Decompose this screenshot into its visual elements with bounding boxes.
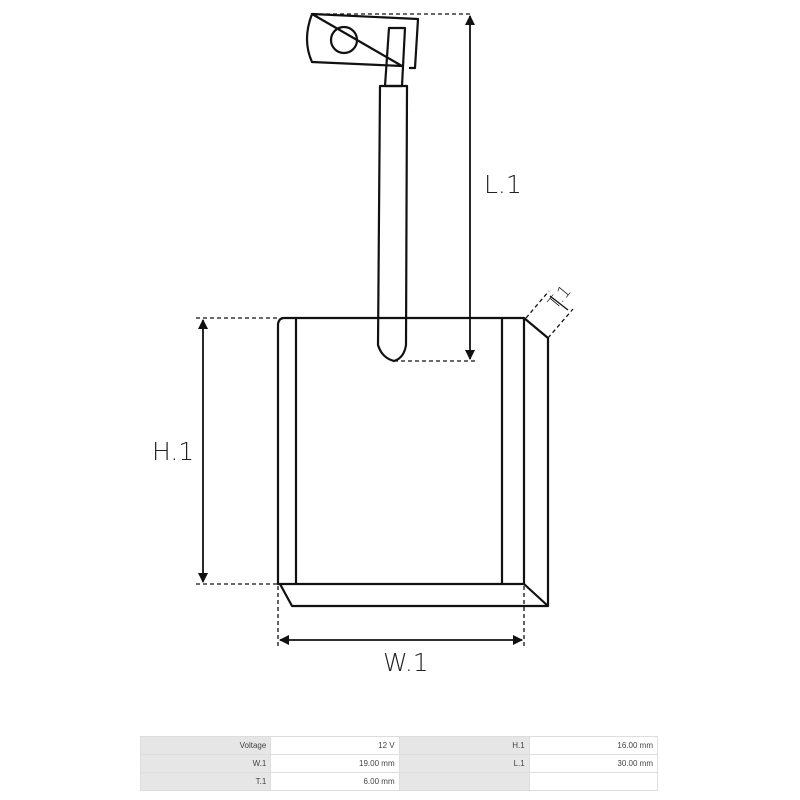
carbon-brush-drawing: L.1 H.1 W.1 T.1 <box>152 12 576 677</box>
thickness-dimension-arrow <box>549 295 569 311</box>
terminal-lug <box>305 12 420 70</box>
spec-value: 6.00 mm <box>270 772 400 791</box>
spec-key: T.1 <box>139 772 272 791</box>
spec-key: Voltage <box>139 736 272 755</box>
table-row: T.1 6.00 mm <box>139 772 659 791</box>
table-row: Voltage 12 V H.1 16.00 mm <box>139 736 659 755</box>
spec-key: W.1 <box>139 754 272 773</box>
shunt-wire <box>376 84 409 363</box>
spec-value: 12 V <box>270 736 400 755</box>
spec-value <box>528 772 659 791</box>
brush-body-front <box>276 316 526 586</box>
terminal-strip <box>383 26 407 88</box>
spec-value: 19.00 mm <box>270 754 400 773</box>
thickness-label: T.1 <box>545 282 576 314</box>
spec-key: L.1 <box>398 754 530 773</box>
length-label: L.1 <box>484 170 522 199</box>
spec-key <box>398 772 530 791</box>
terminal-hole <box>329 25 359 55</box>
height-label: H.1 <box>152 437 194 466</box>
spec-value: 16.00 mm <box>528 736 659 755</box>
width-label: W.1 <box>383 648 429 677</box>
specs-table: Voltage 12 V H.1 16.00 mm W.1 19.00 mm L… <box>139 736 659 791</box>
spec-value: 30.00 mm <box>528 754 659 773</box>
brush-body-side <box>523 317 550 608</box>
spec-key: H.1 <box>398 736 530 755</box>
brush-body-bottom <box>279 583 548 608</box>
table-row: W.1 19.00 mm L.1 30.00 mm <box>139 754 659 773</box>
